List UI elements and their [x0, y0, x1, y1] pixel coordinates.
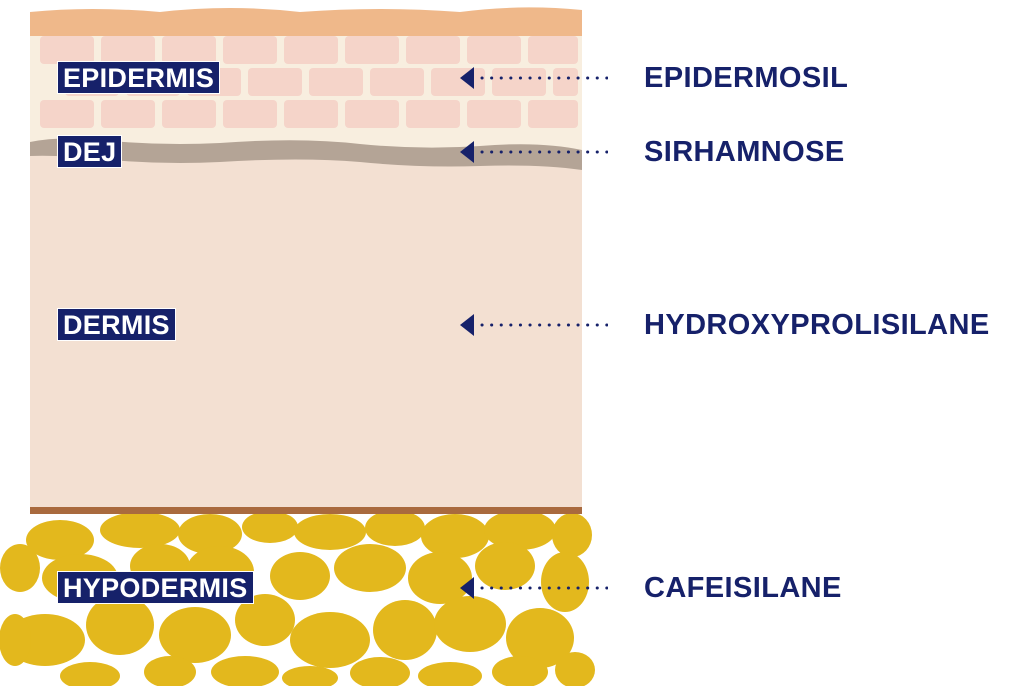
fat-cell [159, 607, 231, 663]
fat-cell [350, 657, 410, 686]
fat-cell [282, 666, 338, 686]
hypodermis-fat-cells [0, 510, 595, 686]
left-triangle-arrow-icon [460, 577, 474, 599]
fat-cell [0, 544, 40, 592]
epidermis-cell [528, 100, 578, 128]
fat-cell [555, 652, 595, 686]
epidermis-cell [248, 68, 302, 96]
epidermis-cell [223, 36, 277, 64]
epidermis-cell [370, 68, 424, 96]
ingredient-epidermis: EPIDERMOSIL [644, 62, 849, 94]
fat-cell [235, 594, 295, 646]
fat-cell [100, 512, 180, 548]
layer-label-hypodermis: HYPODERMIS [58, 572, 253, 603]
fat-cell [434, 596, 506, 652]
ingredient-dermis: HYDROXYPROLISILANE [644, 309, 990, 341]
ingredient-hypodermis: CAFEISILANE [644, 572, 842, 604]
fat-cell [270, 552, 330, 600]
epidermis-cells [40, 36, 578, 128]
epidermis-cell [528, 36, 578, 64]
fat-cell [294, 514, 366, 550]
epidermis-cell [162, 36, 216, 64]
left-triangle-arrow-icon [460, 67, 474, 89]
epidermis-cell [284, 100, 338, 128]
epidermis-cell [406, 100, 460, 128]
fat-cell [484, 510, 556, 550]
fat-cell [290, 612, 370, 668]
epidermis-cell [467, 36, 521, 64]
fat-cell [86, 595, 154, 655]
epidermis-cell [162, 100, 216, 128]
fat-cell [242, 511, 298, 543]
epidermis-cell [492, 68, 546, 96]
fat-cell [26, 520, 94, 560]
basal-membrane-line [30, 507, 582, 514]
epidermis-cell [406, 36, 460, 64]
pointer-arrow-dermis [460, 314, 608, 336]
fat-cell [178, 514, 242, 554]
fat-cell [0, 614, 31, 666]
epidermis-cell [345, 100, 399, 128]
epidermis-cell [309, 68, 363, 96]
left-triangle-arrow-icon [460, 314, 474, 336]
fat-cell [475, 542, 535, 590]
fat-cell [334, 544, 406, 592]
fat-cell [541, 552, 589, 612]
fat-cell [506, 608, 574, 668]
fat-cell [492, 656, 548, 686]
epidermis-cell [345, 36, 399, 64]
layer-label-dermis: DERMIS [58, 309, 175, 340]
layer-label-dej: DEJ [58, 136, 122, 167]
fat-cell [418, 662, 482, 686]
epidermis-cell [223, 100, 277, 128]
epidermis-cell [40, 36, 94, 64]
fat-cell [408, 552, 472, 604]
epidermis-cell [284, 36, 338, 64]
left-triangle-arrow-icon [460, 141, 474, 163]
epidermis-cell [101, 100, 155, 128]
fat-cell [365, 510, 425, 546]
epidermis-cell [553, 68, 578, 96]
fat-cell [552, 513, 592, 557]
stratum-corneum [30, 7, 582, 36]
pointer-arrow-hypodermis [460, 577, 608, 599]
fat-cell [421, 514, 489, 558]
layer-label-epidermis: EPIDERMIS [58, 62, 220, 93]
pointer-arrow-epidermis [460, 67, 608, 89]
fat-cell [211, 656, 279, 686]
pointer-arrow-dej [460, 141, 608, 163]
fat-cell [373, 600, 437, 660]
fat-cell [60, 662, 120, 686]
epidermis-cell [101, 36, 155, 64]
epidermis-cell [40, 100, 94, 128]
epidermis-cell [467, 100, 521, 128]
dej-band [30, 138, 582, 170]
fat-cell [144, 656, 196, 686]
ingredient-dej: SIRHAMNOSE [644, 136, 845, 168]
